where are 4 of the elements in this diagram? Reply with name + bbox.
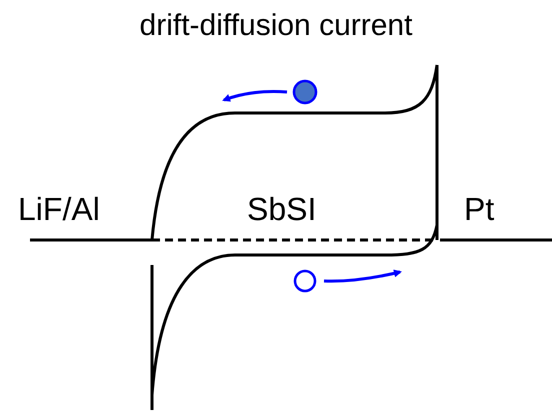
region-label: Pt	[464, 190, 494, 228]
diagram-title: drift-diffusion current	[138, 8, 414, 44]
region-label: SbSI	[247, 190, 316, 228]
region-label: LiF/Al	[18, 190, 100, 228]
